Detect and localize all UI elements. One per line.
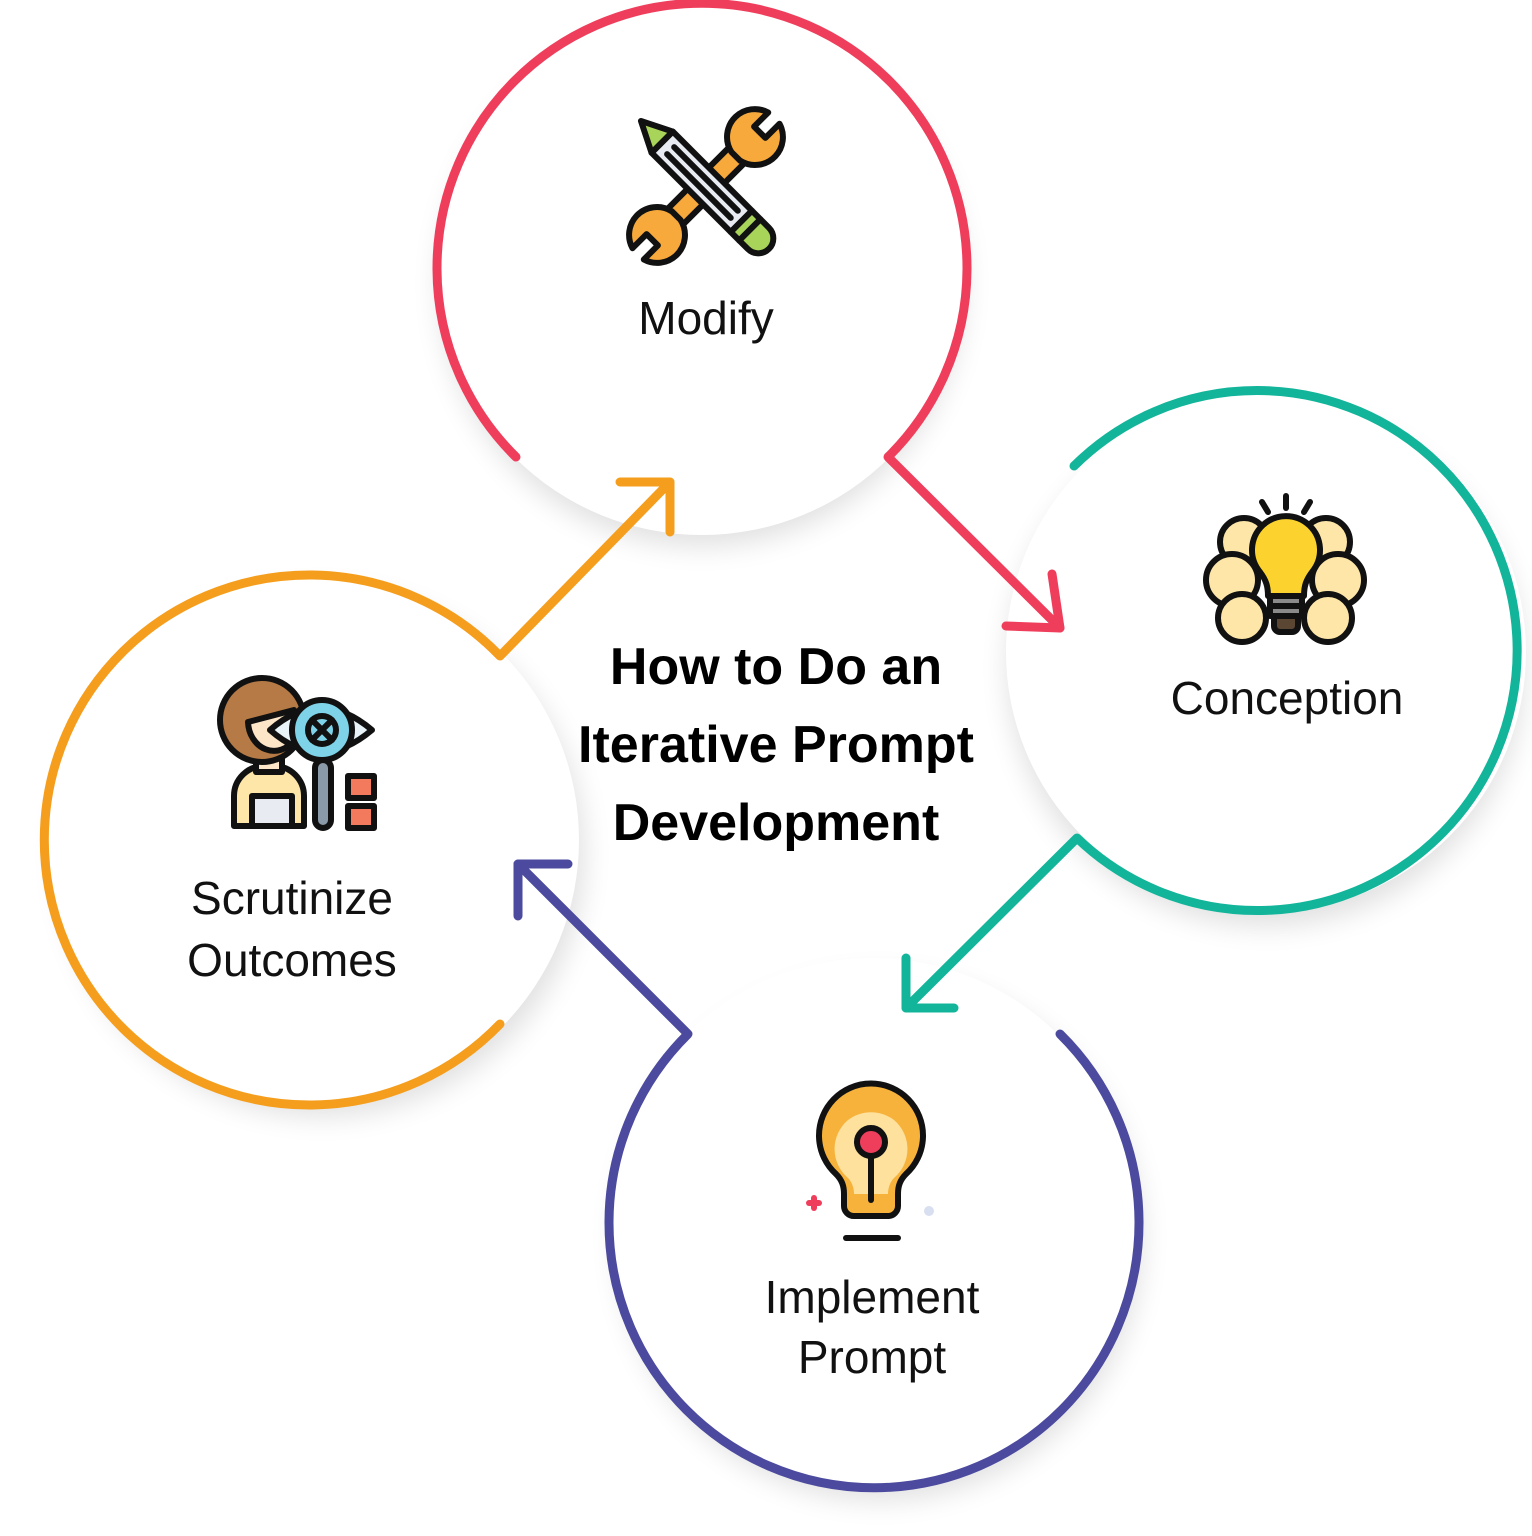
title-line2: Iterative Prompt <box>578 716 974 774</box>
implement-label-line2: Prompt <box>798 1331 946 1383</box>
magnifier-person-icon <box>217 675 377 831</box>
implement-label-line1: Implement <box>765 1271 980 1323</box>
title-line3: Development <box>613 794 940 852</box>
implement-arrowhead <box>513 859 573 921</box>
brain-lightbulb-icon <box>1203 493 1367 645</box>
implement-arc-arrow <box>513 859 1144 1493</box>
modify-arrowhead <box>1001 569 1065 633</box>
modify-label: Modify <box>638 292 773 344</box>
scrutinize-arrowhead <box>615 477 675 537</box>
scrutinize-label-line2: Outcomes <box>187 934 397 986</box>
conception-arc-arrow <box>901 386 1522 1013</box>
circle-fills <box>49 5 1526 1488</box>
step-scrutinize-outcomes: Scrutinize Outcomes <box>39 477 675 1110</box>
conception-label: Conception <box>1171 672 1404 724</box>
wrench-pencil-icon <box>626 106 786 266</box>
keyhole-bulb-icon <box>806 1080 934 1241</box>
step-modify: Modify <box>432 0 1065 633</box>
step-implement-prompt: Implement Prompt <box>513 859 1144 1493</box>
step-conception: Conception <box>901 386 1522 1013</box>
scrutinize-arc-arrow <box>39 477 675 1110</box>
title-line1: How to Do an <box>610 638 942 696</box>
conception-arrowhead <box>901 953 959 1013</box>
scrutinize-label-line1: Scrutinize <box>191 872 393 924</box>
center-title: How to Do an Iterative Prompt Developmen… <box>578 638 974 852</box>
modify-arc-arrow <box>432 0 1065 633</box>
